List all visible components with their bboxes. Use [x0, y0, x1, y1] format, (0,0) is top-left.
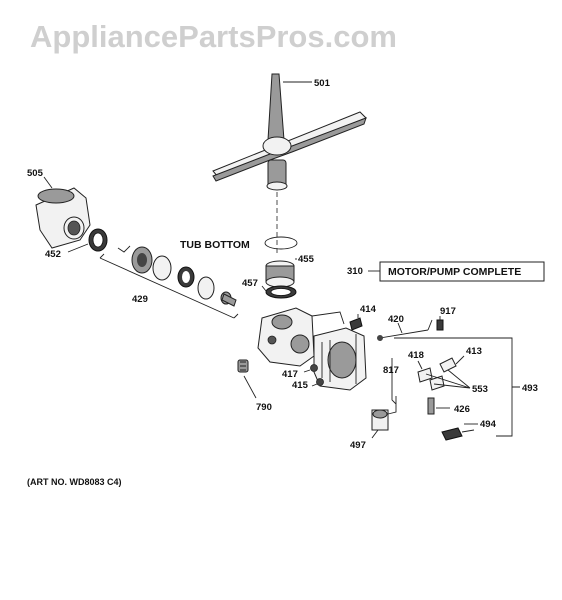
spray-arm-501[interactable] — [212, 73, 367, 191]
callout-426: 426 — [454, 404, 470, 415]
washer-417[interactable] — [310, 364, 318, 372]
leader-457 — [261, 285, 267, 292]
callout-414: 414 — [360, 304, 377, 315]
motor-pump-box — [379, 261, 545, 282]
callout-493: 493 — [522, 383, 538, 394]
callout-494: 494 — [480, 419, 497, 430]
clamp-457[interactable] — [265, 285, 297, 299]
leader-452 — [67, 243, 89, 253]
callout-817: 817 — [383, 365, 399, 376]
leader-420 — [397, 322, 403, 334]
clamp-452[interactable] — [88, 228, 108, 252]
leader-413 — [455, 355, 465, 365]
part-817[interactable] — [391, 364, 397, 405]
art-number: (ART NO. WD8083 C4) — [27, 477, 122, 487]
screw-415[interactable] — [316, 378, 324, 386]
callout-429: 429 — [132, 294, 148, 305]
bracket-493 — [394, 337, 520, 437]
leader-417 — [303, 369, 311, 373]
callout-505: 505 — [27, 168, 44, 179]
parts-group-429[interactable] — [117, 245, 237, 307]
clips-418[interactable] — [417, 367, 445, 391]
bracket-429 — [99, 253, 239, 319]
callout-310: 310 — [347, 266, 363, 277]
callout-553: 553 — [472, 384, 488, 395]
motor-pump-assembly[interactable] — [257, 307, 367, 391]
tub-bottom-ring — [264, 236, 298, 250]
manifold-505[interactable] — [35, 187, 91, 249]
callout-501: 501 — [314, 78, 331, 89]
callout-917: 917 — [440, 306, 456, 317]
part-426[interactable] — [427, 397, 435, 415]
leader-497 — [371, 429, 379, 439]
leader-790 — [243, 375, 257, 399]
seal-455[interactable] — [265, 260, 295, 288]
callout-455: 455 — [298, 254, 315, 265]
callout-415: 415 — [292, 380, 309, 391]
callout-417: 417 — [282, 369, 298, 380]
leader-415 — [311, 383, 318, 387]
callout-413: 413 — [466, 346, 482, 357]
tub-bottom-label: TUB BOTTOM — [180, 239, 250, 251]
callout-790: 790 — [256, 402, 272, 413]
part-790[interactable] — [237, 359, 249, 373]
screw-917[interactable] — [436, 319, 444, 331]
callout-452: 452 — [45, 249, 61, 260]
callout-420: 420 — [388, 314, 404, 325]
callout-457: 457 — [242, 278, 258, 289]
part-494[interactable] — [441, 427, 475, 441]
screw-414[interactable] — [349, 317, 363, 331]
watermark-text: AppliancePartsPros.com — [30, 19, 397, 54]
leader-505 — [43, 176, 53, 189]
motor-pump-label: MOTOR/PUMP COMPLETE — [388, 266, 521, 278]
leader-418 — [417, 360, 423, 370]
rod-420[interactable] — [377, 319, 433, 341]
bracket-413[interactable] — [439, 357, 457, 373]
solenoid-497[interactable] — [371, 396, 397, 431]
callout-418: 418 — [408, 350, 424, 361]
callout-497: 497 — [350, 440, 366, 451]
leader-553 — [425, 369, 471, 389]
